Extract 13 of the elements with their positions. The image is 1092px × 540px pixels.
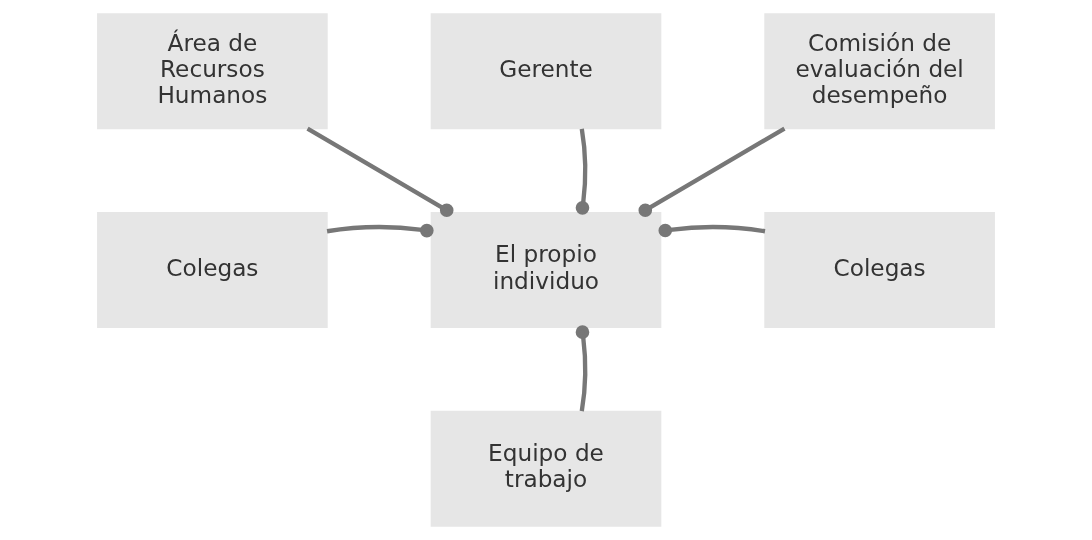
connector bbox=[575, 128, 590, 215]
connector bbox=[575, 325, 590, 412]
connector bbox=[638, 126, 786, 218]
connector bbox=[326, 223, 434, 238]
node-box: Área de Recursos Humanos bbox=[97, 13, 328, 130]
node-box: El propio individuo bbox=[430, 212, 662, 328]
node-box: Comisión de evaluación del desempeño bbox=[764, 13, 995, 130]
node-box: Colegas bbox=[764, 212, 995, 328]
connector bbox=[306, 126, 454, 218]
node-box: Equipo de trabajo bbox=[430, 410, 662, 527]
node-box: Gerente bbox=[430, 13, 662, 130]
node-box: Colegas bbox=[97, 212, 328, 328]
connector bbox=[658, 223, 766, 238]
